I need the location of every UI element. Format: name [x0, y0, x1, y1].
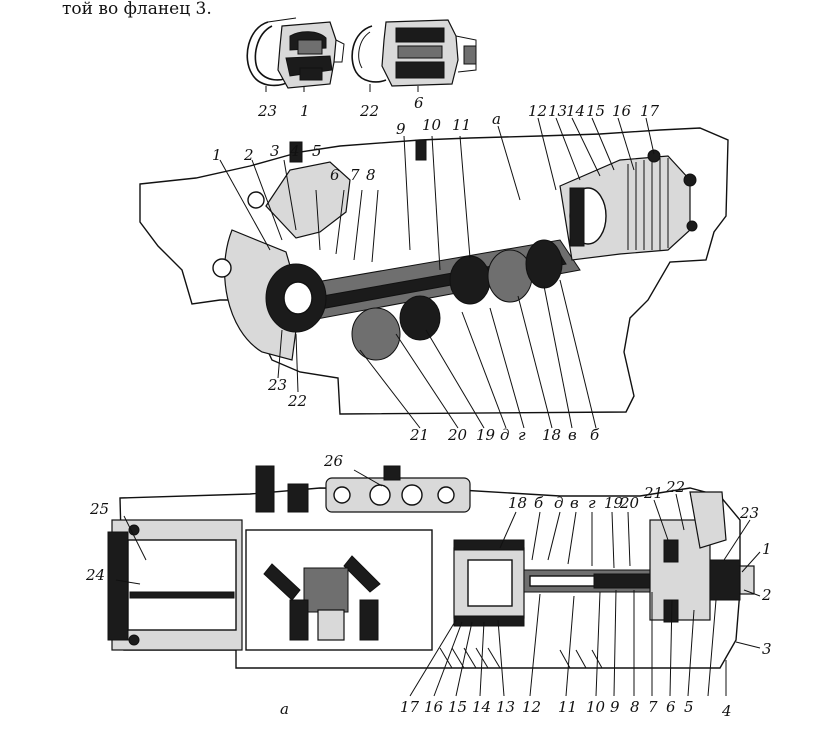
fig2-top-bracket: [265, 161, 351, 239]
fig2-label-10: 10: [422, 116, 442, 134]
fig2-label-d: д: [500, 426, 510, 444]
fig3-label-v: в: [570, 494, 579, 512]
fig2-label-16: 16: [612, 102, 632, 120]
fig3-label-22: 22: [665, 478, 685, 496]
fig1-exploded-parts: 23 1 22 6: [246, 17, 477, 120]
fig3-label-4: 4: [721, 702, 732, 720]
fig2-label-5: 5: [312, 142, 322, 160]
fig3-section-view: 26 25 24 18 б д в г 19 20 21 22 23 1 2 3…: [85, 452, 772, 720]
spring-ring-23: [246, 17, 297, 87]
fig3-label-1: 1: [762, 540, 772, 558]
fig2-label-2: 2: [243, 146, 254, 164]
fig2-label-v: в: [568, 426, 577, 444]
fig3-label-20: 20: [619, 494, 640, 512]
fig2-label-22: 22: [287, 392, 307, 410]
fig2-cutaway-assembly: 1 2 3 4 5 6 7 8 9 10 11 a 12 13 14 15 16…: [139, 102, 729, 444]
fig3-label-10: 10: [586, 698, 606, 716]
fig3-label-25: 25: [89, 500, 109, 518]
fig3-label-8: 8: [630, 698, 640, 716]
fig3-label-11: 11: [558, 698, 577, 716]
fig2-label-b: б: [590, 426, 600, 444]
fig3-label-16: 16: [424, 698, 444, 716]
header-text: той во фланец 3.: [62, 0, 212, 19]
fig3-label-26: 26: [323, 452, 344, 470]
snap-ring-22: [351, 25, 387, 83]
fig3-label-18: 18: [508, 494, 527, 512]
fig2-label-6: 6: [330, 166, 340, 184]
fig3-label-13: 13: [496, 698, 515, 716]
fig3-label-g: г: [588, 494, 596, 512]
fig2-label-9: 9: [396, 120, 406, 138]
fig3-label-7: 7: [648, 698, 658, 716]
fig2-label-8: 8: [366, 166, 376, 184]
fig3-label-15: 15: [448, 698, 467, 716]
fig2-label-3: 3: [270, 142, 280, 160]
fig3-label-17: 17: [400, 698, 420, 716]
fig1-label-6: 6: [414, 94, 424, 112]
fig1-label-1: 1: [300, 102, 310, 120]
fig2-label-12: 12: [528, 102, 547, 120]
fig3-label-14: 14: [472, 698, 491, 716]
fig3-label-3: 3: [762, 640, 772, 658]
fig2-label-19: 19: [476, 426, 496, 444]
fig2-label-17: 17: [640, 102, 660, 120]
fig2-label-11: 11: [452, 116, 471, 134]
fig2-label-20: 20: [447, 426, 468, 444]
fig2-label-23: 23: [267, 376, 287, 394]
fig2-label-7: 7: [350, 166, 360, 184]
fig3-label-23: 23: [739, 504, 759, 522]
fig3-label-d: д: [554, 494, 564, 512]
fig2-label-1: 1: [212, 146, 222, 164]
fig2-label-15: 15: [586, 102, 605, 120]
fig3-bearing-block: [649, 519, 711, 621]
fig1-label-23: 23: [257, 102, 277, 120]
fig2-label-21: 21: [409, 426, 429, 444]
fig2-label-4: 4: [289, 142, 300, 160]
fig3-label-b: б: [534, 494, 544, 512]
fig2-label-13: 13: [548, 102, 567, 120]
fig3-label-21: 21: [643, 484, 663, 502]
fig2-label-g: г: [518, 426, 526, 444]
fig2-label-18: 18: [542, 426, 561, 444]
fig3-label-24: 24: [85, 566, 105, 584]
fig3-label-6: 6: [666, 698, 676, 716]
fig3-label-a: a: [280, 700, 289, 718]
fig3-label-5: 5: [684, 698, 694, 716]
coupling-half-1: [277, 21, 345, 89]
fig3-label-19: 19: [604, 494, 624, 512]
fig3-label-2: 2: [761, 586, 772, 604]
fig3-label-9: 9: [610, 698, 620, 716]
fig2-label-a: a: [492, 110, 501, 128]
coupling-half-6: [381, 19, 477, 87]
fig2-label-14: 14: [566, 102, 585, 120]
fig3-label-12: 12: [522, 698, 541, 716]
fig1-label-22: 22: [359, 102, 379, 120]
fig2-clutch-fins: [627, 158, 669, 250]
